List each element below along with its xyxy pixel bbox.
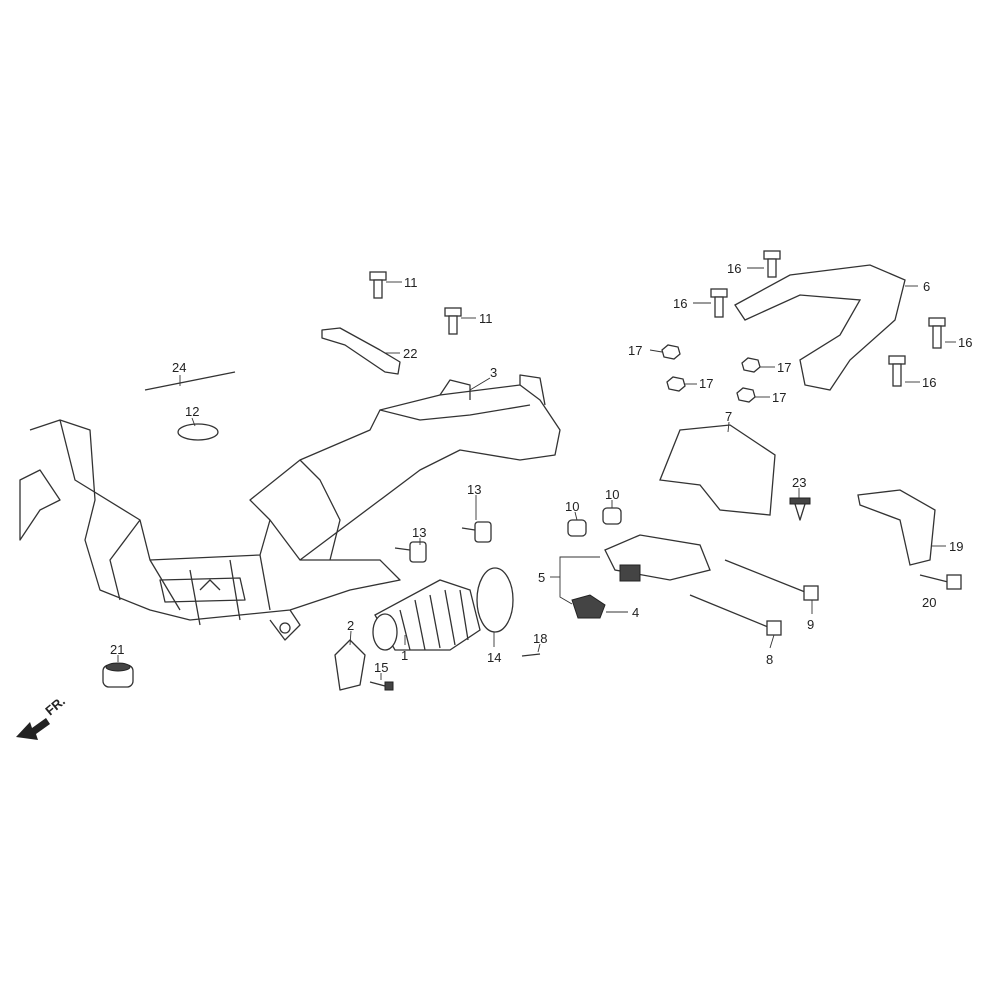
callout-20: 20	[922, 595, 936, 610]
air-duct-1	[372, 579, 481, 651]
band-14	[476, 567, 514, 633]
callout-22: 22	[403, 346, 417, 361]
callout-10: 10	[565, 499, 579, 514]
callout-11: 11	[479, 311, 493, 326]
front-label: FR.	[42, 693, 68, 718]
main-frame	[19, 374, 561, 641]
collar-10a	[567, 519, 587, 537]
callout-19: 19	[949, 539, 963, 554]
callout-11: 11	[404, 275, 418, 290]
callout-2: 2	[347, 618, 354, 633]
callout-8: 8	[766, 652, 773, 667]
heat-shield-7	[659, 424, 776, 516]
bracket-22	[321, 327, 401, 375]
bolt-9	[724, 559, 819, 601]
callout-21: 21	[110, 642, 124, 657]
bushing-13a	[461, 521, 492, 543]
nut-17d	[736, 387, 756, 403]
callout-4: 4	[632, 605, 639, 620]
clip-23	[789, 497, 811, 521]
callout-3: 3	[490, 365, 497, 380]
front-direction-arrow: FR.	[16, 693, 68, 740]
bushing-13b	[394, 541, 427, 563]
leader-lines	[117, 267, 956, 680]
callout-24: 24	[172, 360, 186, 375]
callout-15: 15	[374, 660, 388, 675]
bolt-16d	[888, 355, 906, 387]
bolt-16b	[710, 288, 728, 318]
nut-17a	[661, 344, 681, 360]
bolt-20	[919, 574, 962, 590]
callout-17: 17	[628, 343, 642, 358]
bolt-11a	[369, 271, 387, 299]
callout-16: 16	[673, 296, 687, 311]
callout-18: 18	[533, 631, 547, 646]
callout-16: 16	[922, 375, 936, 390]
collar-10b	[602, 507, 622, 525]
bolt-16c	[928, 317, 946, 349]
rear-grab-rail-6	[734, 264, 906, 391]
screw-18	[521, 653, 541, 657]
callout-6: 6	[923, 279, 930, 294]
callout-9: 9	[807, 617, 814, 632]
callout-17: 17	[699, 376, 713, 391]
clip-12	[177, 423, 219, 441]
bolt-16a	[763, 250, 781, 278]
callout-23: 23	[792, 475, 806, 490]
damper-21	[102, 662, 134, 688]
callout-13: 13	[467, 482, 481, 497]
callout-14: 14	[487, 650, 501, 665]
callout-7: 7	[725, 409, 732, 424]
callout-5: 5	[538, 570, 545, 585]
callout-16: 16	[958, 335, 972, 350]
bolt-8	[689, 594, 782, 636]
callout-13: 13	[412, 525, 426, 540]
callout-17: 17	[777, 360, 791, 375]
seal-2	[334, 639, 366, 691]
nut-17c	[666, 376, 686, 392]
hanger-bracket-5	[604, 534, 711, 582]
bracket-19	[857, 489, 936, 566]
bolt-11b	[444, 307, 462, 335]
nut-17b	[741, 357, 761, 373]
callout-12: 12	[185, 404, 199, 419]
rubber-4	[571, 594, 606, 619]
callout-10: 10	[605, 487, 619, 502]
callout-17: 17	[772, 390, 786, 405]
callout-1: 1	[401, 648, 408, 663]
cable-tie-24	[144, 371, 236, 391]
callout-16: 16	[727, 261, 741, 276]
screw-15	[369, 681, 394, 691]
